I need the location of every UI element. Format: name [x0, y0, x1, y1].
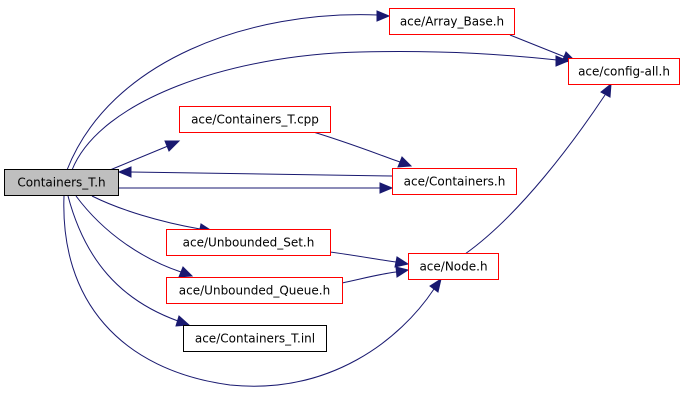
node-node-h-box[interactable]: [408, 253, 499, 280]
node-unbounded-queue-h-label[interactable]: ace/Unbounded_Queue.h: [179, 284, 330, 298]
node-containers-t-cpp-box[interactable]: [179, 106, 331, 133]
node-unbounded-queue-h-box[interactable]: [166, 277, 343, 304]
edge-root-to-array-base: [66, 14, 379, 171]
node-containers-t-inl-label: ace/Containers_T.inl: [195, 332, 315, 346]
edge-unbounded-queue-to-node-h: [341, 271, 397, 284]
edge-root-to-unbounded-queue: [75, 195, 182, 273]
node-containers-t-cpp-label[interactable]: ace/Containers_T.cpp: [191, 113, 319, 127]
edge-array-base-to-config-all: [509, 34, 566, 58]
node-unbounded-set-h-label[interactable]: ace/Unbounded_Set.h: [183, 236, 315, 250]
node-containers-t-inl: ace/Containers_T.inl: [183, 325, 327, 352]
graph-edges: [63, 10, 612, 387]
edge-node-h-to-config-all-arrowhead: [600, 82, 612, 98]
edge-containers-h-to-root: [130, 171, 393, 177]
node-containers-t-h-box: [4, 169, 119, 196]
node-config-all-h[interactable]: ace/config-all.h: [568, 58, 680, 85]
node-unbounded-set-h-box[interactable]: [166, 229, 331, 256]
edge-containers-h-to-root-arrowhead: [117, 166, 132, 178]
edge-root-to-containers-t-inl: [67, 195, 179, 322]
node-unbounded-queue-h[interactable]: ace/Unbounded_Queue.h: [166, 277, 343, 304]
node-config-all-h-box[interactable]: [568, 58, 680, 85]
graph-nodes: Containers_T.h ace/Array_Base.h ace/conf…: [4, 8, 680, 352]
edge-root-to-containers-t-cpp: [109, 145, 169, 171]
edge-root-to-config-all: [71, 51, 558, 171]
node-array-base-h[interactable]: ace/Array_Base.h: [389, 8, 515, 35]
edge-root-to-unbounded-queue-arrowhead: [178, 266, 194, 278]
edge-unbounded-set-to-node-h-arrowhead: [394, 256, 410, 268]
node-config-all-h-label[interactable]: ace/config-all.h: [578, 65, 670, 79]
node-containers-t-h: Containers_T.h: [4, 169, 119, 196]
node-containers-t-h-label: Containers_T.h: [17, 176, 105, 190]
node-unbounded-set-h[interactable]: ace/Unbounded_Set.h: [166, 229, 331, 256]
edge-unbounded-queue-to-node-h-arrowhead: [395, 266, 410, 278]
node-containers-h-label[interactable]: ace/Containers.h: [404, 175, 506, 189]
edge-root-to-array-base-arrowhead: [376, 10, 391, 22]
edge-root-to-containers-t-inl-arrowhead: [175, 315, 191, 327]
edge-containers-t-cpp-to-containers-h-arrowhead: [397, 156, 413, 168]
edge-root-to-unbounded-set: [91, 195, 201, 230]
node-containers-h[interactable]: ace/Containers.h: [392, 168, 517, 195]
edge-root-to-node-h-arrowhead: [429, 277, 442, 293]
node-containers-t-cpp[interactable]: ace/Containers_T.cpp: [179, 106, 331, 133]
node-array-base-h-label[interactable]: ace/Array_Base.h: [400, 15, 504, 29]
edge-unbounded-set-to-node-h: [329, 251, 397, 263]
edge-node-h-to-config-all: [464, 94, 606, 255]
edge-root-to-containers-h-arrowhead: [379, 182, 394, 194]
node-node-h[interactable]: ace/Node.h: [408, 253, 499, 280]
node-node-h-label[interactable]: ace/Node.h: [419, 260, 487, 274]
edge-containers-t-cpp-to-containers-h: [309, 130, 401, 163]
node-containers-t-inl-box: [183, 325, 327, 352]
edge-root-to-containers-t-cpp-arrowhead: [164, 140, 181, 152]
edge-root-to-node-h: [63, 195, 435, 387]
node-containers-h-box[interactable]: [392, 168, 517, 195]
node-array-base-h-box[interactable]: [389, 8, 515, 35]
